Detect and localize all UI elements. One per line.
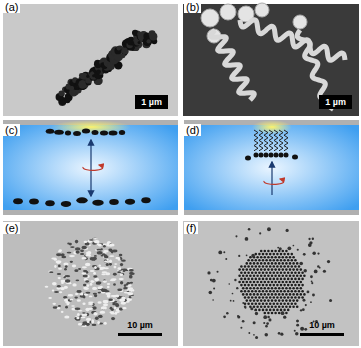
panel-letter: (d) <box>184 124 201 136</box>
scale-text: 1 µm <box>325 97 346 107</box>
sem-image <box>183 3 359 116</box>
tem-image <box>3 4 178 116</box>
cell-schematic <box>3 120 178 215</box>
scale-bar: 1 µm <box>319 95 352 109</box>
panel-letter: (b) <box>184 1 201 13</box>
panel-letter: (a) <box>3 1 20 13</box>
microscope-image <box>3 221 178 346</box>
scale-label: 10 µm <box>309 321 335 331</box>
cell-schematic <box>184 120 359 215</box>
scale-text: 1 µm <box>141 97 162 107</box>
panel-letter: (f) <box>184 222 198 234</box>
microscope-image <box>183 221 359 346</box>
panel-letter: (e) <box>3 222 20 234</box>
scale-label: 10 µm <box>127 321 153 331</box>
panel-letter: (c) <box>3 124 20 136</box>
scale-bar: 1 µm <box>135 95 168 109</box>
